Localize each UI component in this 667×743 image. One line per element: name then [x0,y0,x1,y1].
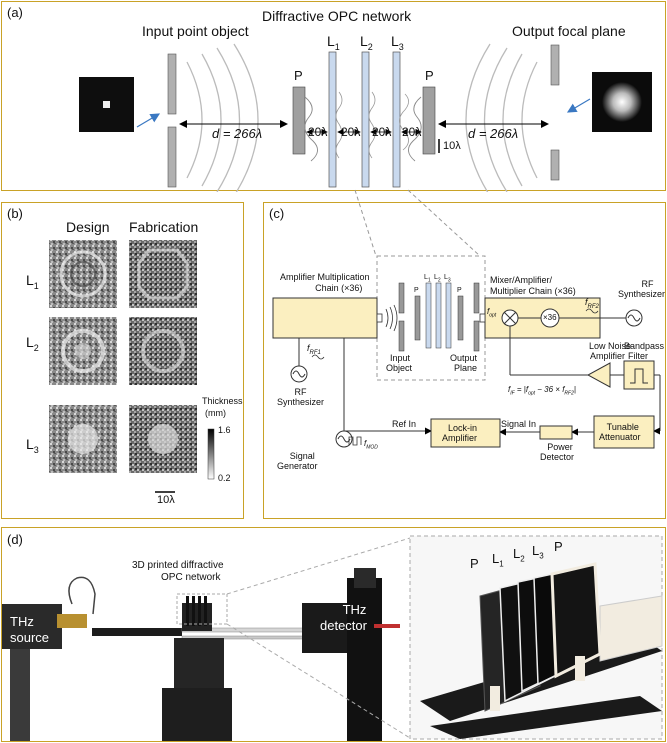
fmod-label: fMOD [364,439,378,451]
row-label-1: L1 [26,272,39,291]
fif-equation: fIF = |fopt − 36 × fRF2| [508,385,576,397]
p-plate-left [292,86,306,155]
fopt-label: fopt [487,307,497,319]
row-label-3: L3 [26,436,39,455]
layer-1-plate [328,51,337,188]
panel-c: (c) [263,202,666,519]
fabrication-heading: Fabrication [129,219,199,235]
c-p-left: P [414,287,419,294]
setup-schematic [272,255,661,449]
panel-b: (b) Design Fabrication L1 L2 L3 [1,202,244,519]
layer-label-3: L3 [391,33,404,52]
output-aperture-bottom [550,149,560,181]
inset-p-right: P [554,539,563,554]
thickness-unit: (mm) [205,408,226,418]
input-aperture-bottom [167,126,177,188]
scale-label-b: 10λ [157,494,175,506]
gap-label-4: 20λ [402,125,422,139]
layer-3-plate [392,51,401,188]
gap-label-1: 20λ [308,125,328,139]
panel-a-label: (a) [7,5,23,20]
p-label-right: P [425,68,434,83]
row-label-2: L2 [26,334,39,353]
power-detector-box [539,425,573,440]
signal-in-label: Signal In [501,419,537,429]
layer-label-1: L1 [327,33,340,52]
amp-chain-box [272,297,378,339]
layer-label-2: L2 [360,33,373,52]
c-layer-2: L2 [434,274,441,284]
inset-render [420,562,663,739]
layer-2-plate [361,51,370,188]
panel-d-label: (d) [7,532,23,547]
scale-label-a: 10λ [443,140,461,152]
p-plate-right [422,86,436,155]
inset-layer-1: L1 [492,551,504,569]
fab-l2-image [129,317,197,385]
experimental-photo [2,535,663,741]
panel-b-label: (b) [7,206,23,221]
x36-label: ×36 [543,313,557,322]
output-label: Output focal plane [512,23,626,39]
mixer-chain-label: Mixer/Amplifier/Multiplier Chain (×36) [490,275,576,296]
output-aperture-top [550,44,560,86]
bandpass-box [623,360,655,390]
lockin-box [430,418,501,448]
thickness-min: 0.2 [218,473,231,483]
d-left-label: d = 266λ [212,126,263,141]
design-heading: Design [66,219,110,235]
panel-d: (d) [1,527,666,742]
c-layer-1: L1 [424,274,431,284]
layer-images [49,240,215,493]
gap-label-2: 20λ [341,125,361,139]
network-highlight [176,593,228,625]
d-right-label: d = 266λ [468,126,519,141]
panel-a-diagram [79,43,652,192]
thickness-title: Thickness [202,396,243,406]
rf1-freq: fRF1 [307,343,321,356]
thickness-max: 1.6 [218,425,231,435]
input-aperture-top [167,53,177,115]
p-label-left: P [294,68,303,83]
ref-in-label: Ref In [392,419,417,429]
panel-c-label: (c) [269,206,285,221]
inset-layer-2: L2 [513,546,525,564]
gap-label-3: 20λ [372,125,392,139]
lna-symbol [586,362,611,388]
c-p-right: P [457,287,462,294]
inset-p-left: P [470,556,479,571]
c-layer-3: L3 [444,274,451,284]
panel-a-title: Diffractive OPC network [262,8,412,24]
panel-a: (a) Diffractive OPC network Input point … [1,1,666,192]
design-l1-image [49,240,117,308]
thz-source-body [2,604,62,649]
thickness-colorbar [207,428,215,480]
rf2-freq: fRF2 [585,297,599,310]
inset-layer-3: L3 [532,543,544,561]
input-label: Input point object [142,23,249,39]
